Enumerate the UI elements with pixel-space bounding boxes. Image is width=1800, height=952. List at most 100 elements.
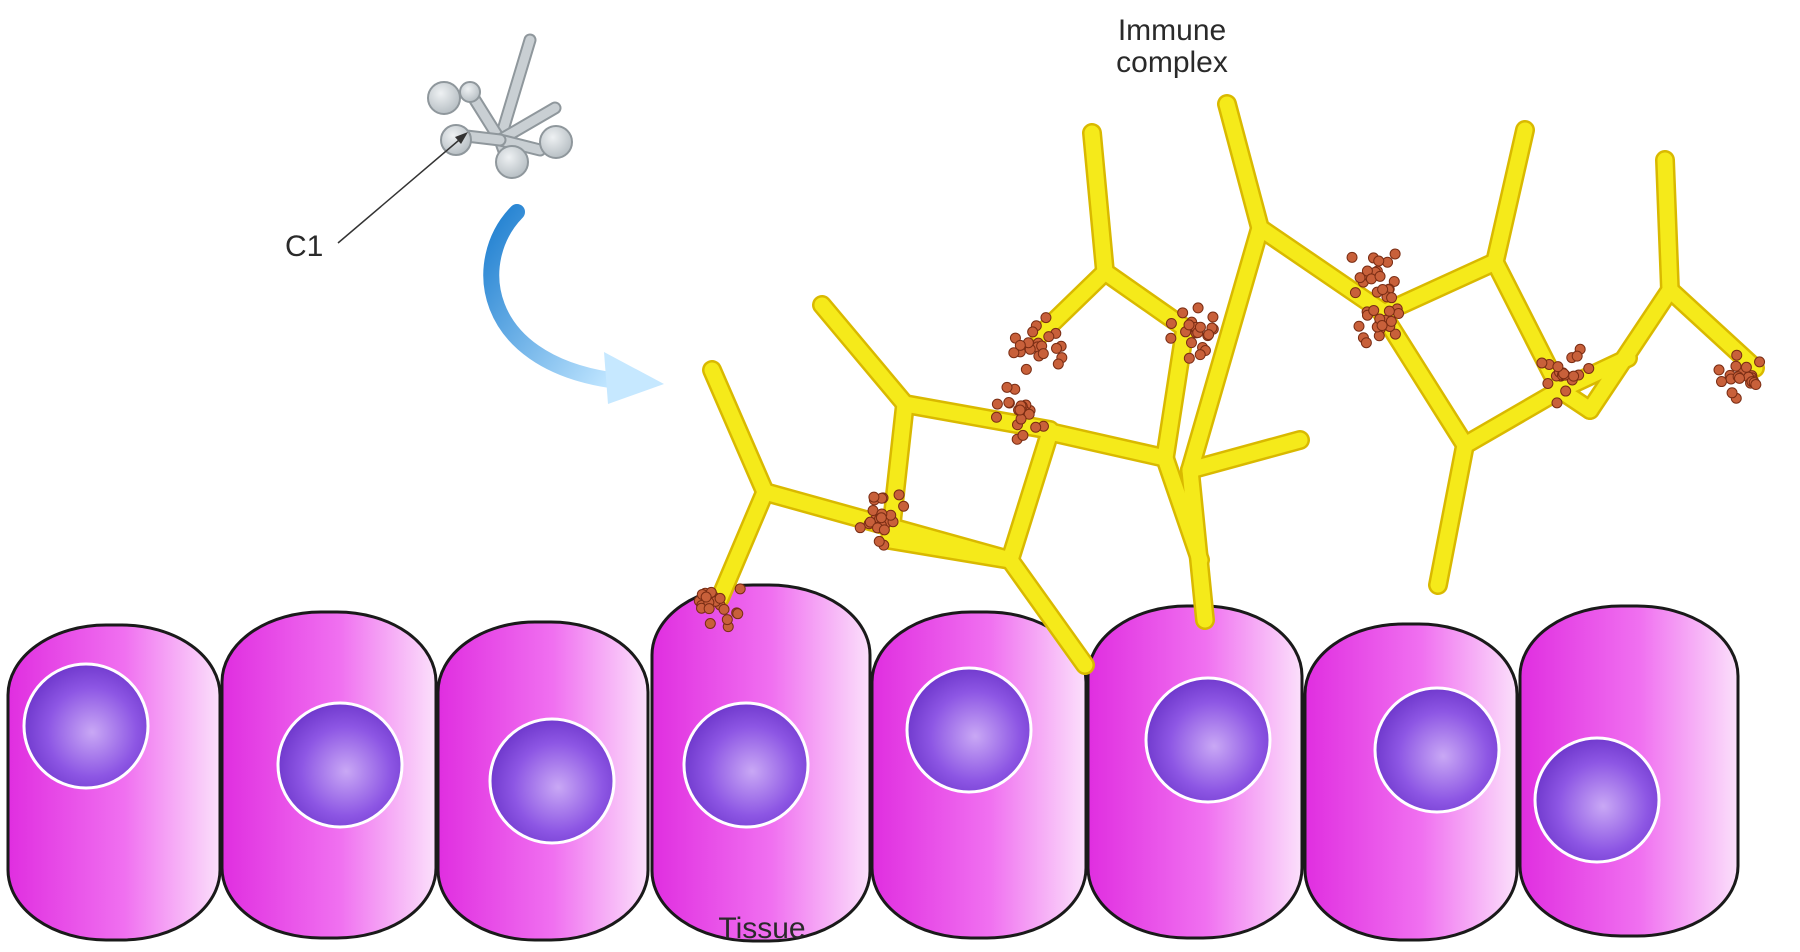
tissue-cell (870, 610, 1088, 940)
antibody-segment (1382, 254, 1503, 318)
antibody-segment (1430, 437, 1473, 593)
antibody-segment (1157, 320, 1193, 466)
c1-stalk (495, 35, 535, 145)
tissue-cell (650, 583, 872, 943)
tissue-cell (220, 610, 438, 940)
complement-dot (1376, 320, 1388, 332)
complement-dot (1349, 287, 1361, 299)
complement-dot (864, 516, 876, 528)
complement-dot (1368, 304, 1380, 316)
antibody-segment (1032, 264, 1113, 343)
c1-head (539, 125, 573, 159)
complement-dot (873, 535, 885, 547)
complement-dot (1194, 349, 1206, 361)
complement-dot (991, 398, 1003, 410)
complement-dot (1207, 311, 1219, 323)
complement-dot (1754, 356, 1766, 368)
complement-dot (1730, 360, 1742, 372)
antibody-segment (1252, 220, 1388, 318)
complement-cluster (1165, 302, 1219, 364)
cell-nucleus (682, 701, 810, 829)
antibody-segment (1457, 382, 1568, 453)
complement-dot (1014, 404, 1026, 416)
c1-pointer-line (337, 134, 466, 244)
cell-nucleus (1144, 676, 1272, 804)
complement-cluster (1353, 284, 1405, 349)
complement-dot (1165, 317, 1177, 329)
cell-nucleus (1373, 686, 1501, 814)
complement-dot (1716, 376, 1728, 388)
complement-dot (1389, 248, 1401, 260)
antibody-segment (1042, 424, 1173, 466)
antibody-segment (1662, 282, 1763, 376)
complement-dot (1373, 330, 1385, 342)
complement-dot (1051, 342, 1063, 354)
complement-dot (1383, 305, 1395, 317)
complement-clusters (693, 248, 1766, 633)
antibody-segment (882, 532, 1018, 568)
complement-dot (878, 524, 890, 536)
complement-dot (703, 603, 715, 615)
complement-dot (885, 509, 897, 521)
complement-dot (1353, 320, 1365, 332)
antibody-segment (1182, 462, 1213, 628)
complement-dot (1713, 364, 1725, 376)
complement-dot (1560, 385, 1572, 397)
complement-dot (1015, 413, 1027, 425)
complement-dot (1008, 347, 1020, 359)
complement-dot (1185, 337, 1197, 349)
antibody-segment (1487, 254, 1568, 398)
complement-cluster (990, 381, 1049, 445)
cell-nucleus (488, 717, 616, 845)
cell-nucleus (905, 666, 1033, 794)
complement-dot (1558, 368, 1570, 380)
complement-dot (1726, 387, 1738, 399)
tissue-cell (6, 623, 222, 942)
complement-dot (1014, 339, 1026, 351)
antibody-segment (814, 297, 913, 412)
c1-head (440, 124, 472, 156)
complement-dot (1552, 361, 1564, 373)
complement-dot (1388, 275, 1400, 287)
antibody-network (702, 94, 1765, 675)
complement-dot (854, 522, 866, 534)
complement-dot (1017, 429, 1029, 441)
complement-dot (1037, 348, 1049, 360)
complement-dot (704, 618, 716, 630)
complement-cluster (1346, 248, 1401, 299)
complement-cluster (1713, 349, 1766, 404)
complement-dot (1194, 321, 1206, 333)
complement-dot (875, 512, 887, 524)
complement-dot (1386, 292, 1398, 304)
immune-complex-label-line2: complex (1116, 46, 1228, 79)
c1-pointer-arrowhead (455, 132, 468, 144)
tissue-cell (436, 620, 650, 942)
complement-dot (1052, 358, 1064, 370)
complement-dot (700, 591, 712, 603)
antibody-segment (1487, 122, 1533, 270)
complement-dot (1192, 302, 1204, 314)
complement-dot (1389, 328, 1401, 340)
complement-dot (1003, 396, 1015, 408)
complement-dot (1027, 326, 1039, 338)
complement-dot (1583, 362, 1595, 374)
tissue-cell (1303, 622, 1519, 942)
c1-molecule-icon (427, 33, 573, 179)
complement-dot (1377, 284, 1389, 296)
cell-nucleus (276, 701, 404, 829)
complement-dot (1203, 329, 1215, 341)
complement-dot (1183, 319, 1195, 331)
complement-dot (1571, 350, 1583, 362)
complement-dot (1183, 352, 1195, 364)
complement-cluster (693, 583, 746, 633)
complement-dot (1750, 379, 1762, 391)
complement-dot (721, 614, 733, 626)
complement-dot (1177, 307, 1189, 319)
c1-head (495, 145, 529, 179)
antibody-segment (1002, 552, 1093, 673)
complement-dot (1536, 357, 1548, 369)
antibody-segment (1182, 220, 1268, 478)
complement-cluster (1536, 343, 1595, 409)
cell-nucleus (1533, 736, 1661, 864)
